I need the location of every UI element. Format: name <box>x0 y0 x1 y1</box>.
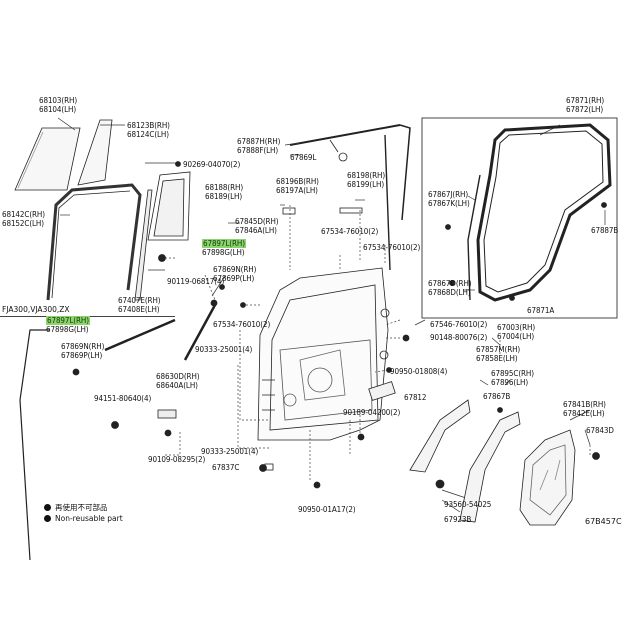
leader-lines <box>165 205 591 480</box>
label-90189: 90189-04200(2) <box>343 408 401 417</box>
small-brackets <box>157 152 396 471</box>
label-67534-a: 67534-76010(2) <box>321 227 379 236</box>
label-67003: 67003(RH)67004(LH) <box>497 323 536 341</box>
wheel-arch-moulding <box>409 399 521 523</box>
label-67845: 67845D(RH)67846A(LH) <box>235 217 279 235</box>
label-67895: 67895C(RH)67896(LH) <box>491 369 534 387</box>
nonreusable-dot-icon <box>44 515 51 522</box>
label-68188: 68188(RH)68189(LH) <box>205 183 244 201</box>
label-67867J: 67867J(RH)67867K(LH) <box>428 190 470 208</box>
label-67887: 67887H(RH)67888F(LH) <box>237 137 281 155</box>
reference-marks <box>379 308 390 360</box>
quarter-glass <box>77 119 113 186</box>
service-hole-cover <box>519 429 576 526</box>
label-94151: 94151-80640(4) <box>94 394 152 403</box>
label-67871A: 67871A <box>527 306 555 315</box>
label-90269: 90269-04070(2) <box>183 160 241 169</box>
label-68142: 68142C(RH)68152C(LH) <box>2 210 45 228</box>
label-68103: 68103(RH)68104(LH) <box>39 96 78 114</box>
legend-nonreusable-text: Non-reusable part <box>55 514 123 523</box>
belt-moulding-strip <box>289 124 411 271</box>
label-68198: 68198(RH)68199(LH) <box>347 171 386 189</box>
label-67546: 67546-76010(2) <box>430 320 488 329</box>
door-inner-panel <box>257 267 389 441</box>
label-90119: 90119-06817(4) <box>167 277 225 286</box>
label-67869N-left: 67869N(RH)67869P(LH) <box>61 342 105 360</box>
label-67871: 67871(RH)67872(LH) <box>566 96 605 114</box>
label-93560: 93560-54025 <box>444 500 492 509</box>
label-67923: 67923B <box>444 515 472 524</box>
division-bar <box>134 171 191 301</box>
label-90950-b: 90950-01A17(2) <box>298 505 356 514</box>
label-67869N-top: 67869N(RH)67869P(LH) <box>213 265 257 283</box>
label-67534-b: 67534-76010(2) <box>363 243 421 252</box>
label-67869L: 67869L <box>290 153 317 162</box>
label-67887B: 67887B <box>591 226 619 235</box>
label-68123: 68123B(RH)68124C(LH) <box>127 121 170 139</box>
diagram-code: 67B457C <box>585 517 622 526</box>
door-weatherstrip-box <box>421 117 618 319</box>
label-67812: 67812 <box>404 393 427 402</box>
label-67837: 67837C <box>212 463 240 472</box>
label-90950-a: 90950-01808(4) <box>390 367 448 376</box>
label-90109: 90109-08295(2) <box>148 455 206 464</box>
label-67897L-top: 67897L(RH)67898G(LH) <box>202 239 246 257</box>
glass-run-channel <box>46 183 142 301</box>
label-67841: 67841B(RH)67842E(LH) <box>563 400 606 418</box>
legend-reuse-text: 再使用不可部品 <box>55 503 108 512</box>
label-67843: 67843D <box>586 426 614 435</box>
label-67407: 67407E(RH)67408E(LH) <box>118 296 161 314</box>
door-glass <box>14 127 81 191</box>
label-68630: 68630D(RH)68640A(LH) <box>156 372 200 390</box>
label-90148: 90148-80076(2) <box>430 333 488 342</box>
label-67867B: 67867B <box>483 392 511 401</box>
model-note: FJA300,VJA300,ZX <box>2 305 70 314</box>
label-67857: 67857M(RH)67858E(LH) <box>476 345 521 363</box>
outer-weatherstrip <box>19 304 217 561</box>
label-67867D: 67867D(RH)67868D(LH) <box>428 279 472 297</box>
label-90333-b: 90333-25001(4) <box>201 447 259 456</box>
label-67534-c: 67534-76010(2) <box>213 320 271 329</box>
label-90333-a: 90333-25001(4) <box>195 345 253 354</box>
label-68196: 68196B(RH)68197A(LH) <box>276 177 319 195</box>
reuse-dot-icon <box>44 504 51 511</box>
label-67897L-left: 67897L(RH)67898G(LH) <box>46 316 90 334</box>
